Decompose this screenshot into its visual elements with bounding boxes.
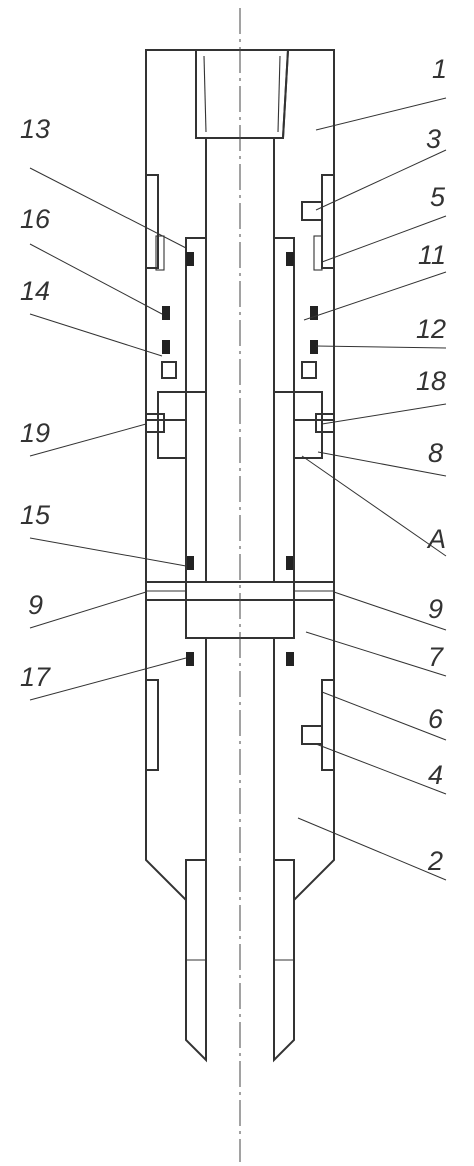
label-18: 18	[416, 366, 446, 396]
label-15: 15	[20, 500, 51, 530]
label-9-right: 9	[428, 594, 443, 624]
sleeve-slots	[145, 174, 335, 271]
part-labels: 1 3 5 11 12 18 8 A 9 7 6 4 2 13 16 14 19…	[20, 54, 447, 876]
label-19: 19	[20, 418, 50, 448]
label-A: A	[426, 524, 446, 554]
bore-lines	[205, 138, 275, 1060]
label-6: 6	[428, 704, 444, 734]
label-12: 12	[416, 314, 446, 344]
leader-lines	[29, 97, 447, 881]
label-13: 13	[20, 114, 50, 144]
label-5: 5	[430, 182, 446, 212]
label-3: 3	[426, 124, 441, 154]
label-14: 14	[20, 276, 50, 306]
label-16: 16	[20, 204, 51, 234]
label-7: 7	[428, 642, 444, 672]
label-2: 2	[427, 846, 443, 876]
seal-rings	[162, 252, 318, 666]
label-17: 17	[20, 662, 51, 692]
label-11: 11	[418, 240, 446, 270]
label-8: 8	[428, 438, 443, 468]
label-4: 4	[428, 760, 443, 790]
label-9-left: 9	[28, 590, 43, 620]
label-1: 1	[432, 54, 447, 84]
